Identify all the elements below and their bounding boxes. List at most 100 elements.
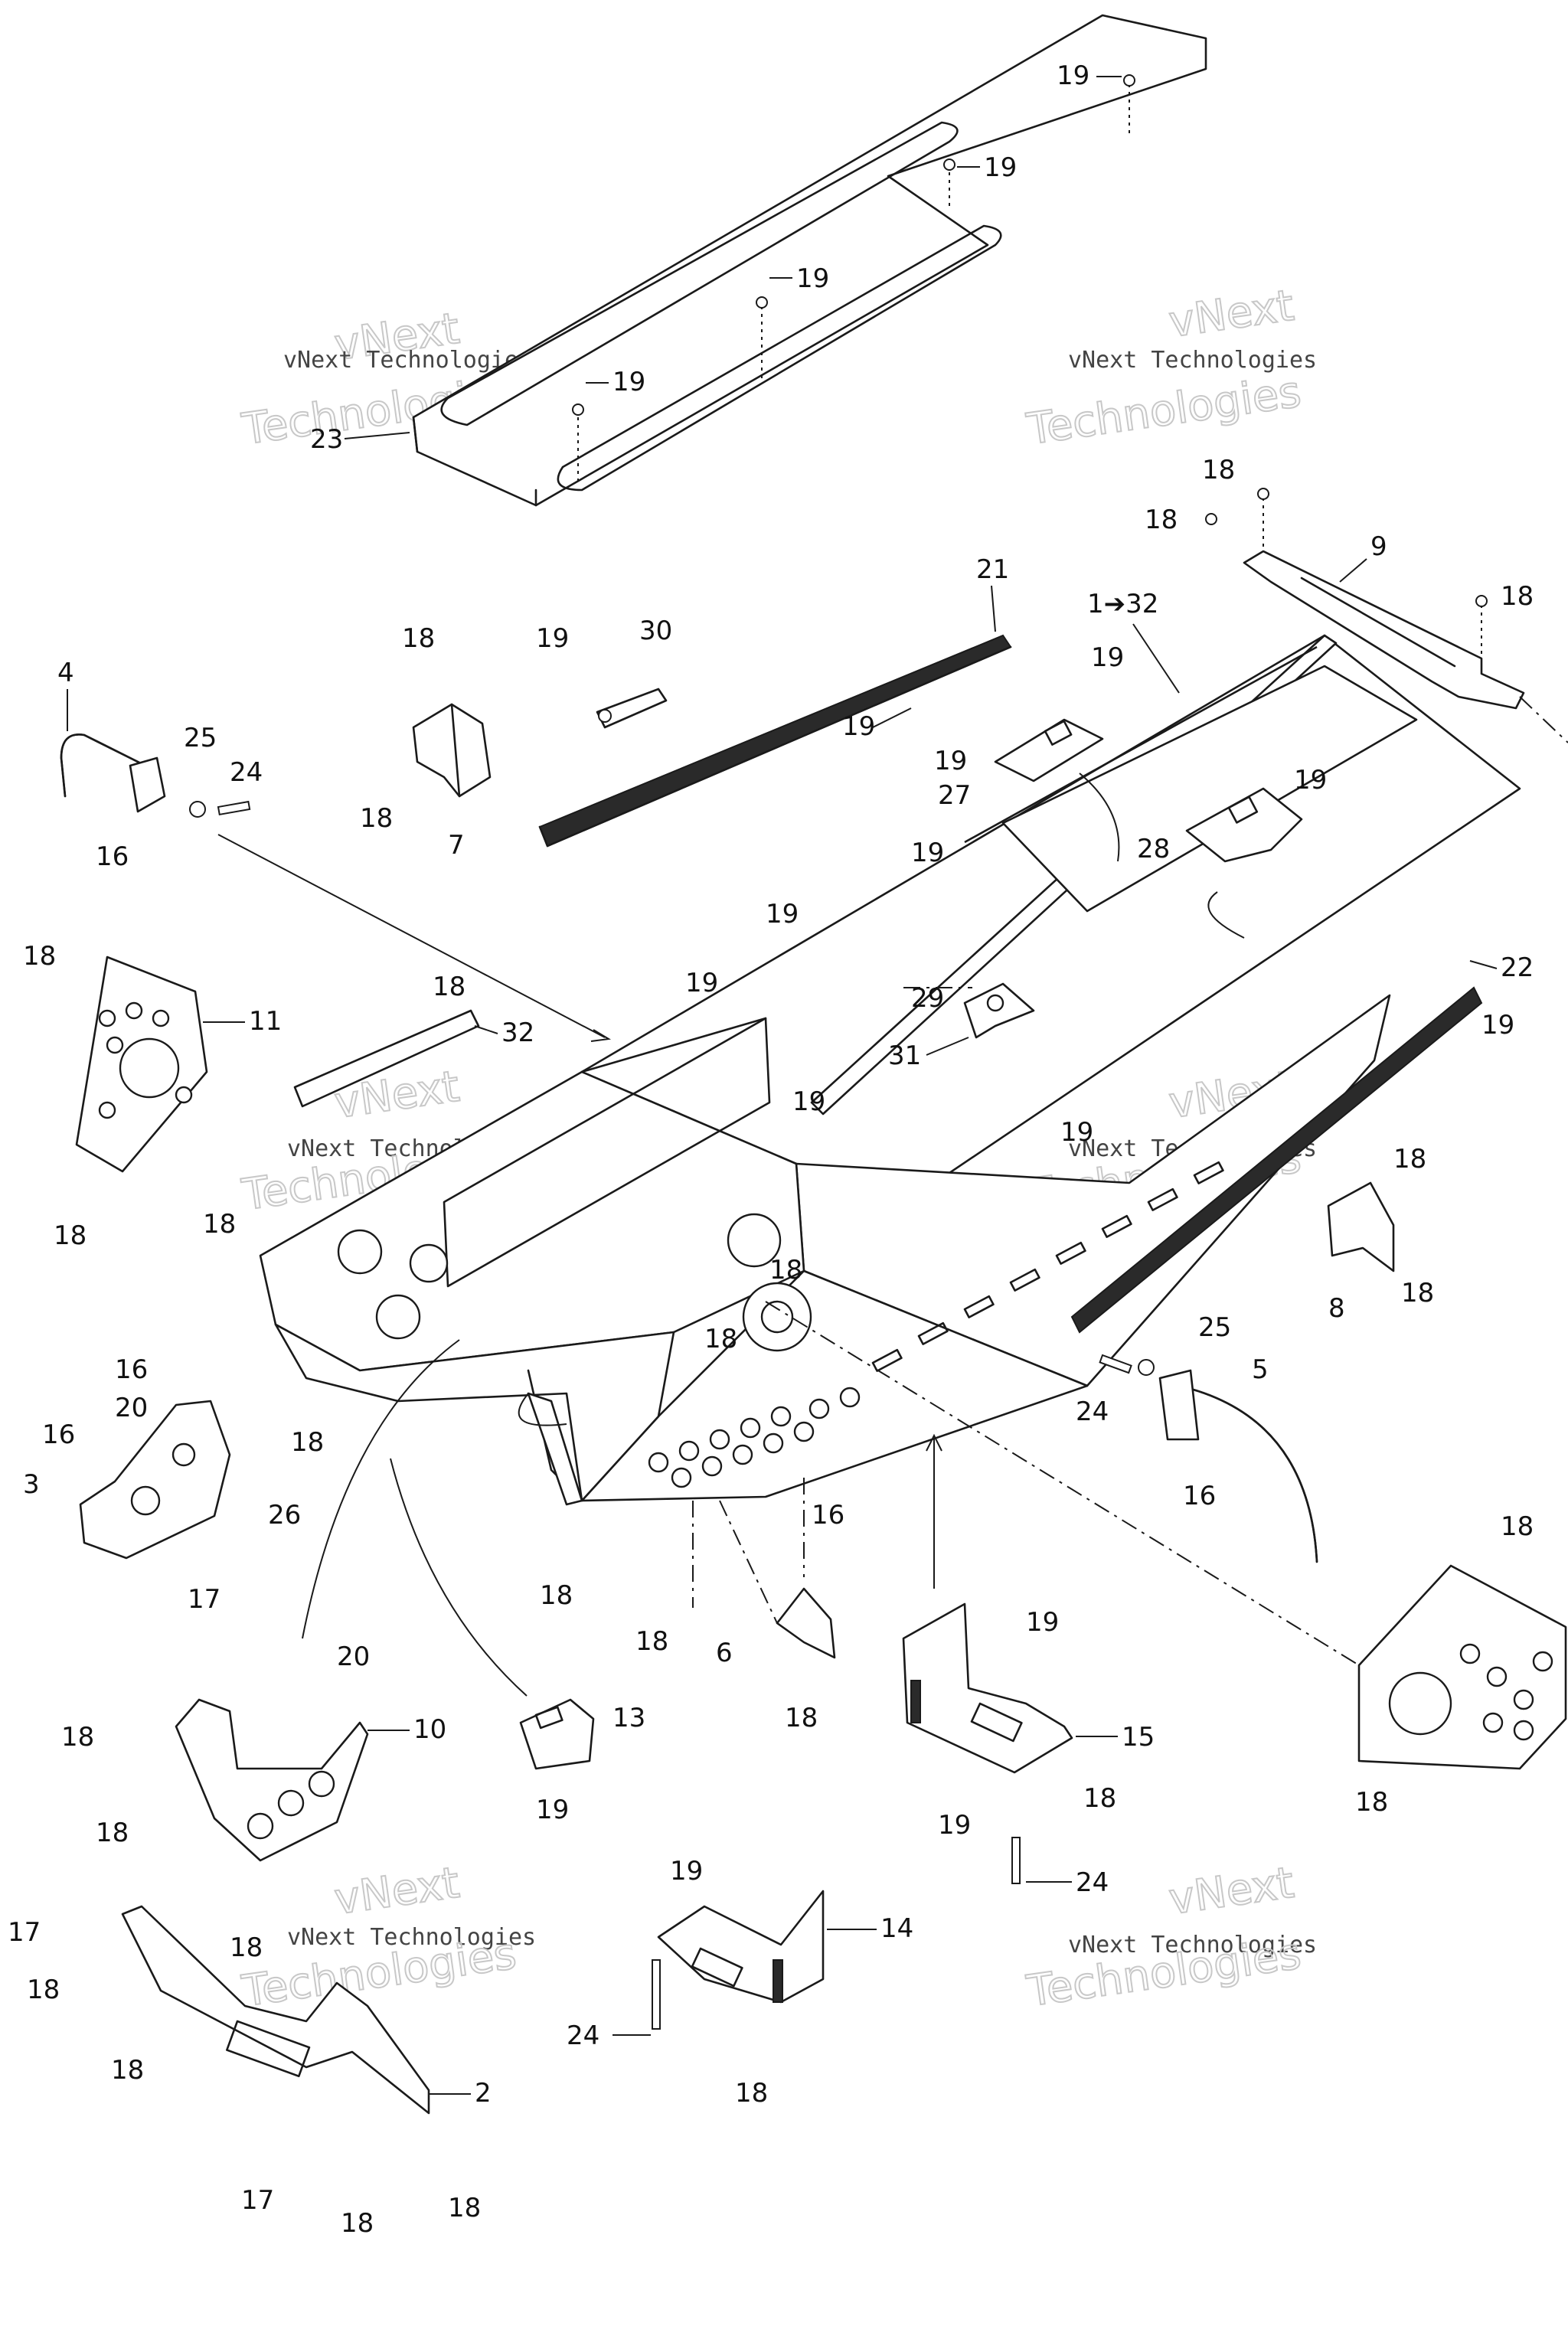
callout-c79: 17	[8, 1917, 41, 1948]
svg-text:vNext: vNext	[332, 1858, 462, 1925]
callout-c19: 18	[360, 803, 393, 834]
callout-c13: 30	[639, 616, 672, 646]
callout-c24: 19	[934, 746, 967, 776]
callout-c35: 18	[433, 972, 466, 1002]
svg-text:vNext: vNext	[1166, 281, 1297, 348]
callout-c20: 7	[448, 830, 465, 861]
callout-c43: 8	[1328, 1293, 1345, 1324]
part-6-bracket	[776, 1587, 836, 1659]
callout-c28: 19	[766, 899, 799, 929]
callout-c57: 18	[291, 1427, 324, 1458]
assembly-arrows	[217, 773, 1360, 1697]
callout-c70: 20	[337, 1642, 370, 1672]
callout-c60: 18	[635, 1626, 668, 1657]
floor-holes	[648, 1387, 861, 1488]
callout-c64: 15	[1122, 1722, 1155, 1753]
callout-c4: 19	[612, 367, 645, 397]
callout-c47: 24	[1076, 1396, 1109, 1427]
part-23-top-plate	[412, 14, 1207, 507]
bolts-washers	[189, 800, 1155, 2030]
part-9-rear-bracket	[1205, 488, 1568, 743]
callout-c30: 19	[1481, 1010, 1514, 1040]
callout-c65: 19	[938, 1810, 971, 1841]
callout-c41: 18	[54, 1220, 87, 1251]
callout-c32: 31	[888, 1040, 921, 1071]
callout-c69: 18	[1355, 1787, 1388, 1818]
callout-c9: 18	[1501, 581, 1534, 612]
svg-text:vNext Technologies: vNext Technologies	[287, 1924, 536, 1951]
part-22-slider	[1070, 986, 1483, 1334]
callout-c85: 17	[241, 2185, 274, 2216]
part-2-plate	[121, 1905, 430, 2115]
callout-c87: 18	[448, 2193, 481, 2223]
part-8-bracket	[1327, 1181, 1395, 1272]
callout-c66: 18	[1083, 1783, 1116, 1814]
callout-c71: 18	[61, 1722, 94, 1753]
callout-c82: 2	[475, 2078, 492, 2109]
callout-c81: 18	[111, 2055, 144, 2086]
callout-c59: 18	[540, 1580, 573, 1611]
callout-c86: 18	[341, 2208, 374, 2239]
callouts: 19 19 19 19 23 18 18 9 18 1➔32 21 19 30 …	[8, 60, 1534, 2239]
callout-c54: 3	[23, 1469, 40, 1500]
callout-c77: 19	[670, 1856, 703, 1886]
part-10-bracket	[175, 1698, 369, 1862]
callout-c50: 18	[704, 1324, 737, 1354]
callout-c83: 24	[567, 2020, 599, 2051]
callout-c3: 19	[796, 263, 829, 294]
callout-c34: 11	[249, 1006, 282, 1037]
tunnel-slots	[871, 1161, 1224, 1372]
callout-c6: 18	[1202, 455, 1235, 485]
callout-c72: 10	[413, 1714, 446, 1745]
callout-c51: 16	[115, 1354, 148, 1385]
callout-c8: 9	[1370, 531, 1387, 562]
watermark-top-right: vNext vNext Technologies Technologies	[1023, 280, 1317, 456]
callout-c22: 19	[842, 711, 875, 742]
part-7-bracket	[412, 703, 492, 798]
svg-text:vNext: vNext	[1166, 1858, 1297, 1925]
callout-c63: 19	[1026, 1607, 1059, 1638]
callout-c2: 19	[984, 152, 1017, 183]
svg-text:Technologies: Technologies	[1024, 367, 1304, 455]
callout-c73: 13	[612, 1703, 645, 1733]
part-13-block	[519, 1698, 595, 1770]
callout-c75: 18	[96, 1818, 129, 1848]
callout-c17: 24	[230, 757, 263, 788]
callout-c67: 24	[1076, 1867, 1109, 1898]
part-5-handle	[1158, 1369, 1318, 1563]
part-14-bracket	[657, 1890, 825, 2004]
callout-c48: 16	[1183, 1481, 1216, 1511]
callout-c33: 18	[23, 941, 56, 972]
callout-c14: 18	[402, 623, 435, 654]
part-11-side-plate	[75, 956, 208, 1173]
svg-text:vNext Technologies: vNext Technologies	[1068, 1932, 1317, 1958]
callout-c74: 19	[536, 1795, 569, 1825]
svg-text:vNext Technologies: vNext Technologies	[1068, 347, 1317, 374]
part-3-bracket	[79, 1400, 231, 1560]
callout-c10: 1➔32	[1087, 589, 1158, 619]
callout-c39: 19	[1060, 1117, 1093, 1148]
part-4-handle	[60, 733, 166, 813]
callout-c36: 32	[501, 1018, 534, 1048]
callout-c27: 19	[911, 838, 944, 868]
callout-c55: 26	[268, 1500, 301, 1530]
callout-c38: 19	[792, 1086, 825, 1117]
callout-c78: 14	[880, 1913, 913, 1944]
callout-c46: 5	[1252, 1354, 1269, 1385]
watermark-bottom-left: vNext vNext Technologies Technologies	[238, 1857, 536, 2017]
callout-c11: 21	[976, 554, 1009, 585]
callout-c49: 18	[769, 1255, 802, 1285]
callout-c23: 27	[938, 780, 971, 811]
part-32-strip	[293, 1009, 480, 1108]
callout-c25: 19	[1294, 765, 1327, 795]
right-side-plate	[1357, 1564, 1567, 1770]
callout-c16: 25	[184, 723, 217, 753]
part-30-bracket	[596, 688, 668, 729]
tunnel-top-rails	[810, 634, 1418, 1116]
callout-c40: 18	[1393, 1144, 1426, 1174]
svg-text:vNext Technologies: vNext Technologies	[283, 347, 532, 374]
callout-c15: 4	[57, 658, 74, 688]
callout-c29: 22	[1501, 952, 1534, 983]
callout-c42: 18	[203, 1209, 236, 1240]
